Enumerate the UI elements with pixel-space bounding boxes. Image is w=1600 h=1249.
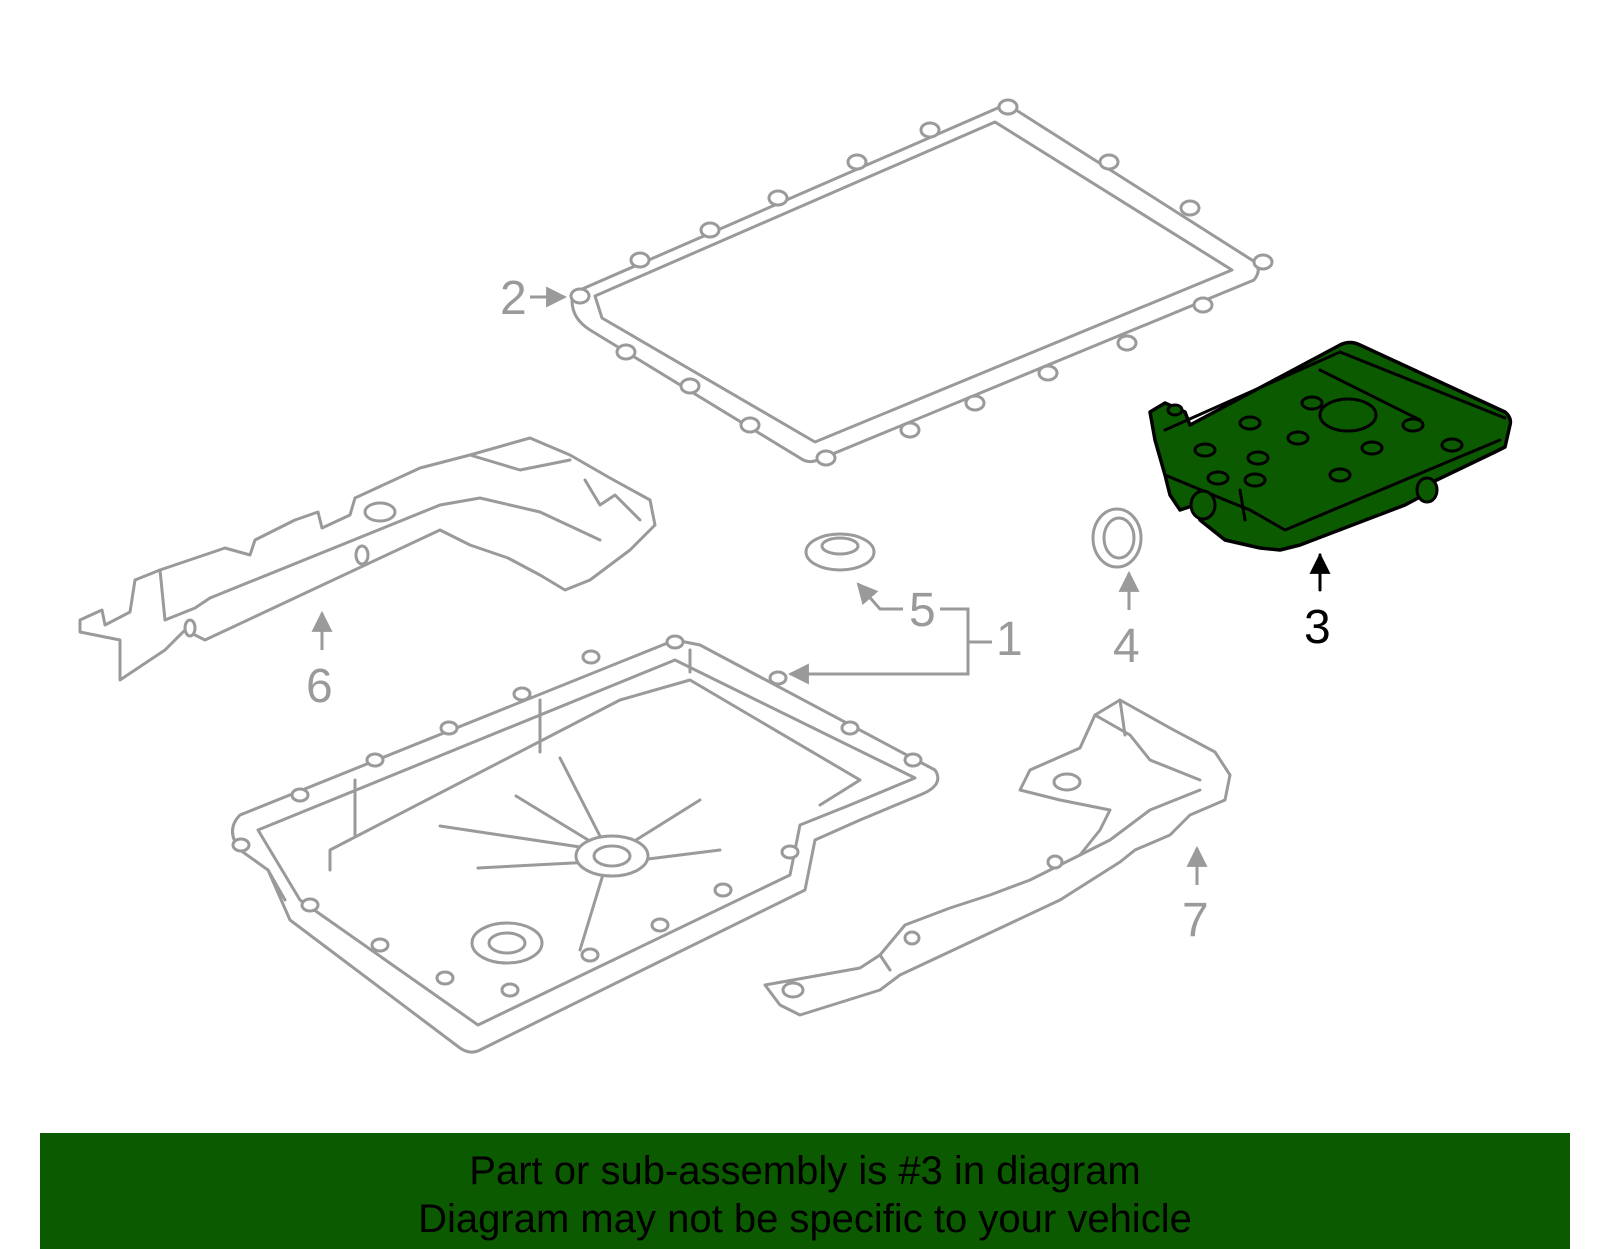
bolt-hole	[300, 897, 320, 913]
bolt-hole	[903, 752, 923, 768]
info-banner: Part or sub-assembly is #3 in diagram Di…	[40, 1133, 1570, 1249]
drain-boss-inner	[592, 844, 632, 868]
bolt-hole	[919, 121, 941, 139]
callout-1: 1	[787, 607, 1023, 685]
bolt-hole	[1098, 153, 1120, 171]
bolt-hole	[231, 837, 251, 853]
svg-text:7: 7	[1182, 894, 1209, 947]
filter-center-port	[1318, 397, 1378, 433]
callout-7: 7	[1182, 845, 1209, 947]
bracket-7-hole-4	[1046, 854, 1064, 870]
bolt-hole	[846, 153, 868, 171]
bolt-hole	[699, 221, 721, 239]
bolt-hole	[1286, 430, 1310, 446]
pan-ribs	[353, 648, 722, 952]
bolt-hole	[1206, 470, 1230, 486]
bolt-hole	[768, 670, 788, 686]
callout-3: 3	[1304, 552, 1331, 654]
bolt-hole	[815, 449, 837, 467]
bolt-hole	[1246, 450, 1270, 466]
bolt-hole	[615, 343, 637, 361]
callout-6: 6	[306, 610, 333, 713]
part-7-bracket[interactable]	[763, 698, 1232, 1017]
bolt-hole	[739, 416, 761, 434]
bolt-hole	[1401, 417, 1425, 433]
filter-tab-hole	[1166, 403, 1184, 417]
bolt-hole	[1238, 415, 1262, 431]
bolt-hole	[1037, 364, 1059, 382]
bolt-hole	[439, 720, 459, 736]
svg-text:6: 6	[306, 660, 333, 713]
bolt-hole	[1360, 440, 1384, 456]
part-3-filter-highlighted[interactable]	[1148, 340, 1513, 552]
filter-outlet-2	[1415, 476, 1439, 504]
bolt-hole	[840, 720, 860, 736]
bolt-hole	[679, 377, 701, 395]
bolt-hole	[512, 686, 532, 702]
bolt-hole	[435, 970, 455, 986]
callout-4: 4	[1113, 570, 1140, 673]
bolt-hole	[1192, 296, 1214, 314]
banner-line-1: Part or sub-assembly is #3 in diagram	[469, 1149, 1141, 1193]
bolt-hole	[713, 882, 733, 898]
banner-line-2: Diagram may not be specific to your vehi…	[418, 1197, 1192, 1241]
bolt-hole	[290, 787, 310, 803]
svg-text:1: 1	[996, 613, 1023, 666]
callout-5: 5	[856, 582, 936, 637]
bracket-6-hole-small-2	[183, 618, 197, 638]
bolt-hole	[650, 917, 670, 933]
gasket-bolt-holes	[569, 98, 1274, 467]
bolt-hole	[1440, 437, 1464, 453]
bracket-7-hole-3	[903, 930, 921, 946]
svg-text:3: 3	[1304, 601, 1331, 654]
bolt-hole	[370, 937, 390, 953]
bracket-7-hole	[1052, 772, 1082, 792]
bolt-hole	[1300, 395, 1324, 411]
svg-text:4: 4	[1113, 620, 1140, 673]
bolt-hole	[665, 634, 685, 650]
part-6-bracket[interactable]	[78, 436, 657, 682]
bracket-7-hole-2	[781, 981, 805, 999]
bracket-6-hole-small	[354, 544, 370, 566]
bolt-hole	[500, 982, 520, 998]
bracket-6-hole	[363, 501, 397, 523]
bolt-hole	[569, 287, 591, 305]
bolt-hole	[899, 421, 921, 439]
bolt-hole	[1328, 467, 1352, 483]
bolt-hole	[580, 947, 600, 963]
bolt-hole	[1252, 253, 1274, 271]
part-4-o-ring[interactable]	[1091, 507, 1143, 569]
bolt-hole	[629, 251, 651, 269]
filter-holes	[1193, 395, 1464, 488]
bolt-hole	[964, 394, 986, 412]
callout-2: 2	[500, 272, 568, 325]
drain-plug-seat-inner	[487, 931, 527, 955]
bolt-hole	[365, 752, 385, 768]
part-2-gasket[interactable]	[569, 98, 1274, 467]
svg-text:2: 2	[500, 272, 527, 325]
bolt-hole	[1243, 472, 1267, 488]
filter-outlet	[1189, 489, 1217, 521]
bolt-hole	[1193, 442, 1217, 458]
part-1-oil-pan[interactable]	[231, 634, 940, 1054]
bolt-hole	[997, 98, 1019, 116]
bolt-hole	[1179, 199, 1201, 217]
bolt-hole	[1116, 334, 1138, 352]
bolt-hole	[581, 649, 601, 665]
pan-bolt-holes	[231, 634, 923, 998]
part-5-seal[interactable]	[804, 532, 876, 572]
bolt-hole	[780, 844, 800, 860]
svg-text:5: 5	[909, 584, 936, 637]
bolt-hole	[767, 189, 789, 207]
